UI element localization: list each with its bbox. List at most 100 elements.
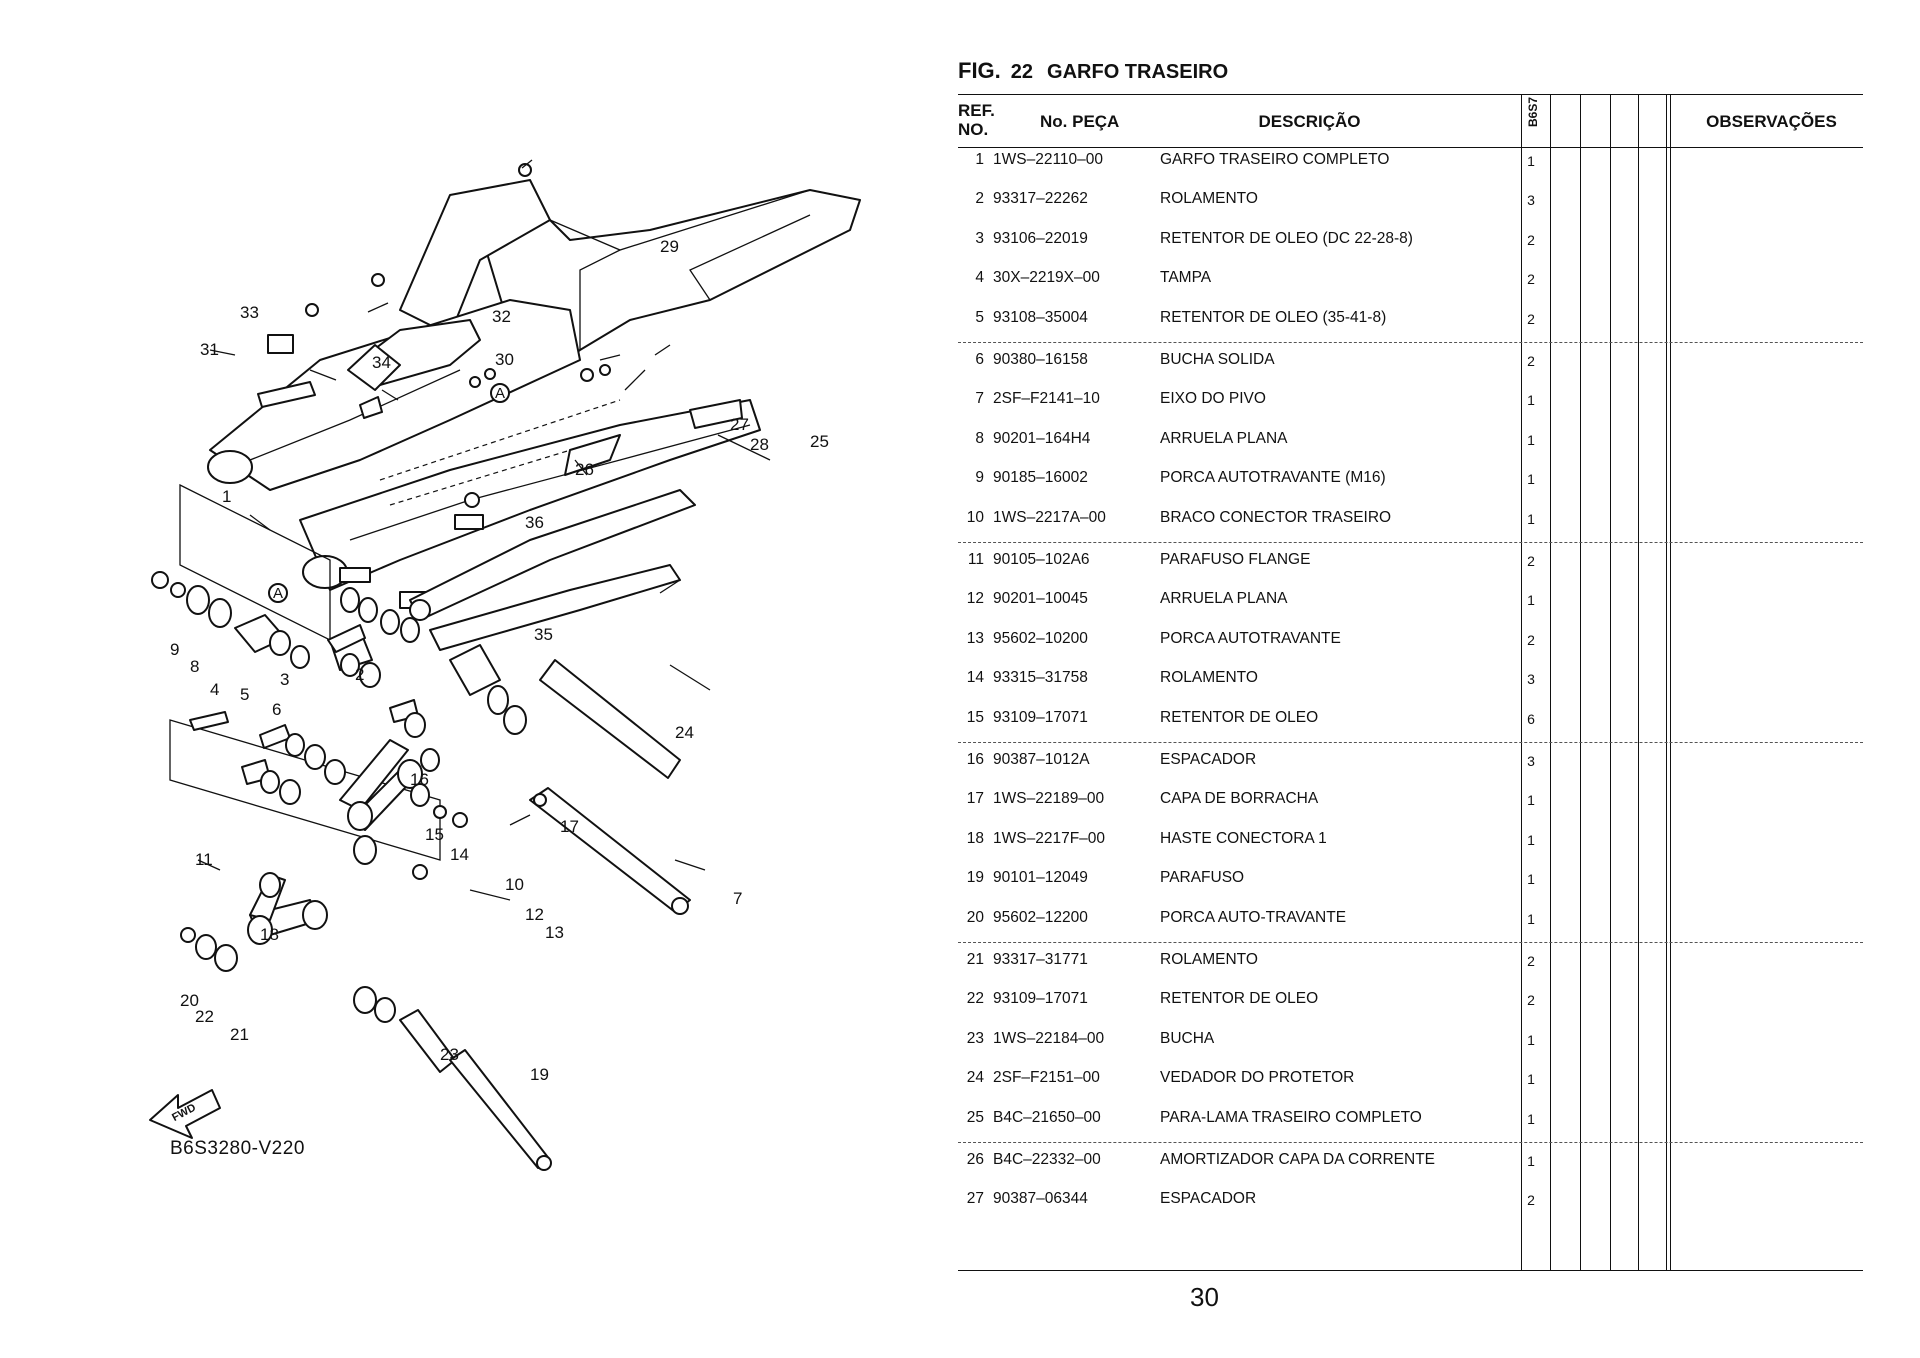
reference-letter-a-upper: A <box>495 385 505 402</box>
part-number: 93317–31771 <box>993 951 1088 968</box>
column-rule <box>1610 95 1611 1270</box>
header-part-number: No. PEÇA <box>1040 112 1120 131</box>
part-number: 90101–12049 <box>993 869 1088 887</box>
part-number: 93109–17071 <box>993 708 1088 726</box>
part-quantity: 2 <box>1527 992 1535 1009</box>
part-description: RETENTOR DE OLEO <box>1160 708 1319 726</box>
part-description: CAPA DE BORRACHA <box>1160 790 1319 808</box>
part-number: B4C–21650–00 <box>993 1108 1101 1126</box>
part-description: RETENTOR DE OLEO (DC 22-28-8) <box>1160 229 1413 247</box>
leader-lines <box>197 159 771 901</box>
part-number: 90201–164H4 <box>993 429 1091 447</box>
part-description: HASTE CONECTORA 1 <box>1160 829 1327 847</box>
column-rule <box>1666 95 1667 1270</box>
part-quantity: 1 <box>1527 871 1535 888</box>
part-quantity: 1 <box>1527 471 1535 488</box>
part-quantity: 1 <box>1527 1071 1535 1088</box>
callout-13: 13 <box>545 923 564 942</box>
part-number: 30X–2219X–00 <box>993 269 1100 287</box>
ref-number: 16 <box>966 751 984 768</box>
part-quantity: 2 <box>1527 1192 1535 1209</box>
callout-numbers: 1 2 3 4 5 6 7 8 9 10 11 12 13 14 15 16 1… <box>170 237 829 1084</box>
callout-29: 29 <box>660 237 679 256</box>
callout-23: 23 <box>440 1045 459 1064</box>
callout-24: 24 <box>675 723 694 742</box>
part-quantity: 1 <box>1527 431 1535 448</box>
chain-slider-drawing <box>409 489 696 651</box>
ref-number: 19 <box>966 869 984 887</box>
part-description: BUCHA SOLIDA <box>1160 351 1275 368</box>
part-number: 95602–10200 <box>993 629 1088 647</box>
part-description: ROLAMENTO <box>1160 951 1258 968</box>
ref-number: 8 <box>975 429 984 447</box>
figure-name: GARFO TRASEIRO <box>1047 61 1229 83</box>
part-quantity: 1 <box>1527 792 1535 809</box>
callout-21: 21 <box>230 1025 249 1044</box>
part-number: 1WS–22189–00 <box>993 790 1105 808</box>
callout-3: 3 <box>280 670 289 689</box>
ref-number: 18 <box>966 829 984 847</box>
part-quantity: 2 <box>1527 631 1535 648</box>
callout-11: 11 <box>195 850 213 869</box>
part-description: RETENTOR DE OLEO <box>1160 990 1319 1008</box>
part-number: 90185–16002 <box>993 469 1088 487</box>
part-quantity: 2 <box>1527 353 1535 369</box>
part-quantity: 3 <box>1527 671 1535 688</box>
part-number: 95602–12200 <box>993 908 1088 926</box>
column-rule <box>1550 95 1551 1270</box>
ref-number: 2 <box>975 190 984 208</box>
parts-table: REF. NO. No. PEÇA DESCRIÇÃO B6S7 OBSERVA… <box>958 94 1863 1271</box>
ref-number: 3 <box>975 229 984 247</box>
part-description: PARAFUSO FLANGE <box>1160 551 1311 568</box>
part-description: PARA-LAMA TRASEIRO COMPLETO <box>1160 1108 1422 1126</box>
callout-6: 6 <box>272 700 281 719</box>
part-quantity: 1 <box>1527 153 1535 169</box>
part-quantity: 1 <box>1527 510 1535 527</box>
ref-number: 4 <box>975 269 984 287</box>
ref-number: 6 <box>975 351 984 368</box>
callout-32: 32 <box>492 307 511 326</box>
part-description: PORCA AUTOTRAVANTE (M16) <box>1160 469 1386 487</box>
callout-19: 19 <box>530 1065 549 1084</box>
ref-number: 14 <box>966 669 984 687</box>
part-quantity: 3 <box>1527 192 1535 209</box>
group-separator <box>958 342 1863 343</box>
part-quantity: 1 <box>1527 1110 1535 1127</box>
group-separator <box>958 942 1863 943</box>
ref-number: 21 <box>966 951 984 968</box>
ref-number: 12 <box>966 590 984 608</box>
part-number: 2SF–F2141–10 <box>993 390 1100 408</box>
swingarm-exploded-drawing: FWD A A <box>149 159 861 1171</box>
header-observations: OBSERVAÇÕES <box>1706 112 1837 131</box>
column-rule <box>1670 95 1671 1270</box>
part-description: AMORTIZADOR CAPA DA CORRENTE <box>1160 1151 1436 1168</box>
callout-10: 10 <box>505 875 524 894</box>
callout-33: 33 <box>240 303 259 322</box>
part-quantity: 1 <box>1527 592 1535 609</box>
part-description: BRACO CONECTOR TRASEIRO <box>1160 508 1392 526</box>
ref-number: 15 <box>966 708 984 726</box>
ref-number: 22 <box>966 990 984 1008</box>
part-quantity: 2 <box>1527 553 1535 569</box>
ref-number: 5 <box>975 308 984 326</box>
callout-20: 20 <box>180 991 199 1010</box>
ref-number: 1 <box>975 151 984 168</box>
part-number: 1WS–2217F–00 <box>993 829 1106 847</box>
page-number: 30 <box>1190 1282 1219 1312</box>
callout-2: 2 <box>355 665 364 684</box>
reference-circle-a-upper <box>490 383 510 403</box>
part-number: 1WS–22184–00 <box>993 1029 1105 1047</box>
ref-number: 10 <box>966 508 984 526</box>
